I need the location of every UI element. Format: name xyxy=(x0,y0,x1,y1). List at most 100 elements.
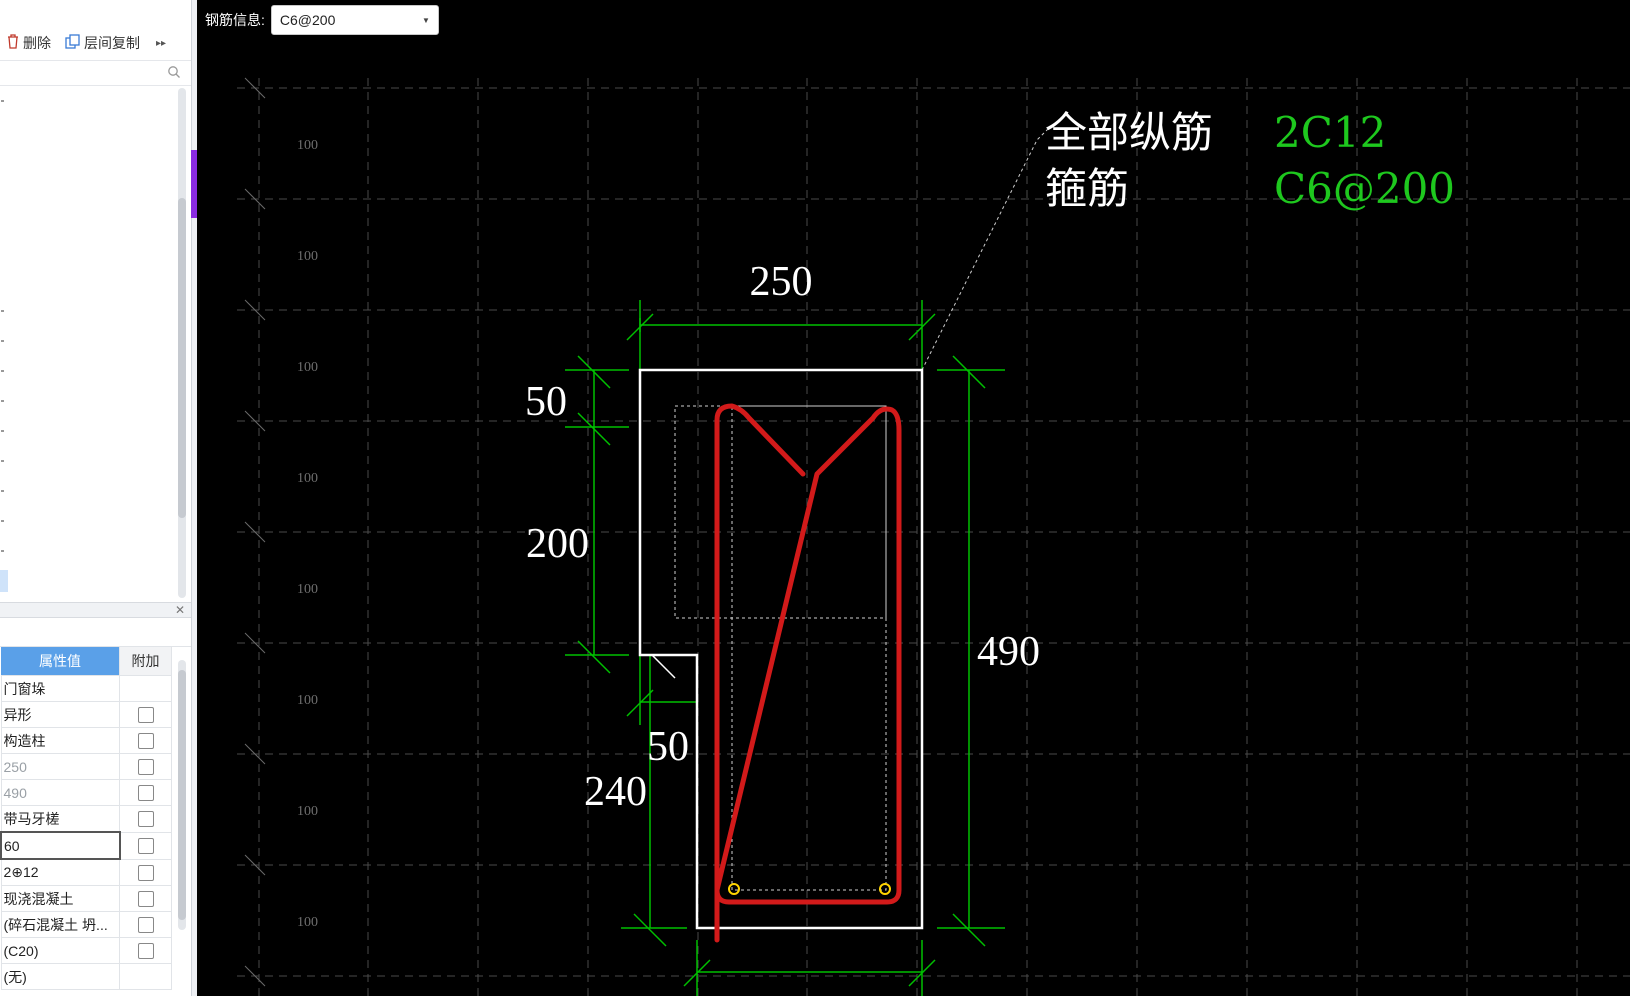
extra-checkbox[interactable] xyxy=(137,891,154,908)
grid-spacing-label: 100 xyxy=(297,582,318,597)
extra-checkbox[interactable] xyxy=(137,943,154,960)
property-row[interactable]: 构造柱 xyxy=(0,727,172,754)
property-row[interactable]: 490 xyxy=(0,779,172,806)
property-row[interactable]: (碎石混凝土 坍... xyxy=(0,911,172,938)
floor-copy-label: 层间复制 xyxy=(84,35,140,51)
property-value[interactable]: 现浇混凝土 xyxy=(0,885,120,912)
canvas-background xyxy=(197,0,1630,996)
step-notch xyxy=(640,654,676,679)
floor-copy-button[interactable]: 层间复制 xyxy=(65,33,140,53)
rebar-info-label: 钢筋信息: xyxy=(205,12,265,28)
extra-checkbox[interactable] xyxy=(137,759,154,776)
property-extra-cell xyxy=(119,963,172,990)
property-value[interactable]: 异形 xyxy=(0,701,120,728)
search-input[interactable] xyxy=(0,60,191,86)
grid-tick xyxy=(244,77,266,99)
dim-top-width: 250 xyxy=(750,259,813,305)
property-value[interactable]: 带马牙槎 xyxy=(0,805,120,833)
property-panel-header xyxy=(0,616,191,647)
property-extra-cell xyxy=(119,911,172,938)
property-row[interactable]: 250 xyxy=(0,753,172,780)
property-value[interactable]: 250 xyxy=(0,753,120,780)
property-extra-cell xyxy=(119,779,172,806)
tree-marker xyxy=(1,100,4,102)
double-chevron-icon: ▸▸ xyxy=(156,37,167,49)
trash-icon xyxy=(6,34,20,52)
property-value[interactable]: 490 xyxy=(0,779,120,806)
extra-checkbox[interactable] xyxy=(137,707,154,724)
tree-marker xyxy=(1,520,4,522)
grid-spacing-label: 100 xyxy=(297,915,318,930)
property-value[interactable]: 构造柱 xyxy=(0,727,120,754)
grid-tick xyxy=(244,854,266,876)
column-header-value: 属性值 xyxy=(1,646,120,676)
stirrup-value: C6@200 xyxy=(1274,164,1455,213)
list-toolbar: 删除 层间复制 ▸▸ xyxy=(0,28,191,58)
grid-tick xyxy=(244,743,266,765)
extra-checkbox[interactable] xyxy=(137,811,154,828)
property-row[interactable]: (C20) xyxy=(0,937,172,964)
property-row[interactable]: 现浇混凝土 xyxy=(0,885,172,912)
dim-left-top: 50 xyxy=(525,379,567,425)
property-row[interactable]: 60 xyxy=(0,831,172,860)
grid-spacing-label: 100 xyxy=(297,138,318,153)
stirrup-centerline xyxy=(731,405,887,891)
tree-marker xyxy=(1,490,4,492)
tree-marker xyxy=(1,460,4,462)
property-value[interactable]: 门窗垛 xyxy=(0,675,120,702)
stirrup-rebar xyxy=(714,403,902,943)
grid-spacing-label: 100 xyxy=(297,249,318,264)
column-header-extra: 附加 xyxy=(119,646,172,676)
extra-checkbox[interactable] xyxy=(137,785,154,802)
rebar-info-value: C6@200 xyxy=(279,12,336,28)
extra-checkbox[interactable] xyxy=(137,864,154,881)
longitudinal-bar-right xyxy=(879,883,891,895)
grid-spacing-label: 100 xyxy=(297,471,318,486)
property-row[interactable]: 2⊕12 xyxy=(0,858,172,886)
dim-right-height: 490 xyxy=(977,629,1040,675)
property-row[interactable]: (无) xyxy=(0,963,172,990)
property-value[interactable]: 60 xyxy=(0,831,121,860)
component-list-panel: 删除 层间复制 ▸▸ xyxy=(0,0,192,996)
side-tab[interactable] xyxy=(191,150,197,218)
property-row[interactable]: 门窗垛 xyxy=(0,675,172,702)
tree-scrollbar-thumb[interactable] xyxy=(178,198,186,518)
tree-scrollbar[interactable] xyxy=(178,88,186,598)
property-row[interactable]: 带马牙槎 xyxy=(0,805,172,833)
tree-marker xyxy=(1,430,4,432)
property-extra-cell xyxy=(119,753,172,780)
grid-tick xyxy=(244,299,266,321)
dim-left-bottom: 240 xyxy=(584,769,647,815)
extra-checkbox[interactable] xyxy=(137,733,154,750)
more-button[interactable]: ▸▸ xyxy=(156,38,166,49)
delete-label: 删除 xyxy=(23,35,51,51)
property-scrollbar[interactable] xyxy=(178,660,186,930)
tree-selected-marker[interactable] xyxy=(0,570,8,592)
property-value[interactable]: 2⊕12 xyxy=(0,858,120,886)
property-scrollbar-thumb[interactable] xyxy=(178,670,186,920)
delete-button[interactable]: 删除 xyxy=(6,33,51,53)
stirrup-label: 箍筋 xyxy=(1045,164,1129,213)
property-extra-cell xyxy=(119,805,172,833)
grid-spacing-label: 100 xyxy=(297,693,318,708)
property-value[interactable]: (无) xyxy=(0,963,120,990)
property-row[interactable]: 异形 xyxy=(0,701,172,728)
property-value[interactable]: (碎石混凝土 坍... xyxy=(0,911,120,938)
property-extra-cell xyxy=(119,858,172,886)
left-panel: 删除 层间复制 ▸▸ xyxy=(0,0,197,996)
dim-step-width: 50 xyxy=(647,724,689,770)
annotation-leader xyxy=(921,127,1050,371)
tree-marker xyxy=(1,550,4,552)
close-icon[interactable]: ✕ xyxy=(174,603,185,617)
panel-divider: ✕ xyxy=(0,602,191,618)
extra-checkbox[interactable] xyxy=(137,838,154,855)
dropdown-arrow-icon: ▼ xyxy=(421,15,430,25)
rebar-info-bar: 钢筋信息: C6@200 ▼ xyxy=(205,0,439,40)
property-extra-cell xyxy=(119,675,172,702)
property-value[interactable]: (C20) xyxy=(0,937,120,964)
extra-checkbox[interactable] xyxy=(137,917,154,934)
tree-marker xyxy=(1,310,4,312)
rebar-info-select[interactable]: C6@200 ▼ xyxy=(270,5,439,35)
